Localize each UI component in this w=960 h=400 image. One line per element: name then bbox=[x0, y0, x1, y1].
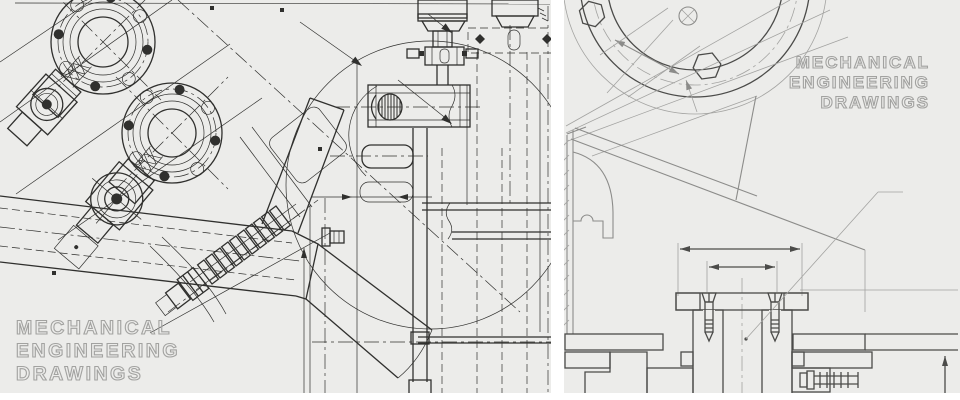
hex-bolt-icon bbox=[692, 52, 722, 80]
watermark-right: MECHANICAL ENGINEERING DRAWINGS bbox=[788, 52, 931, 112]
valve-actuator bbox=[6, 55, 92, 147]
watermark-right-line-3: DRAWINGS bbox=[821, 93, 931, 112]
seal-ring bbox=[791, 351, 805, 367]
watermark-left-line-1: MECHANICAL bbox=[16, 317, 172, 339]
valve-actuator bbox=[53, 146, 163, 270]
center-assembly bbox=[299, 0, 551, 393]
seal-ring bbox=[680, 351, 694, 367]
construction-fan-lines bbox=[565, 0, 958, 312]
coil-spring bbox=[155, 199, 319, 393]
bolt-hole bbox=[678, 6, 698, 26]
construction-lines bbox=[0, 0, 551, 393]
hex-bolt-icon bbox=[578, 0, 606, 28]
adjuster-bolt bbox=[799, 370, 859, 390]
housing-section-wall bbox=[564, 126, 614, 334]
right-drawing-panel: MECHANICAL ENGINEERING DRAWINGS bbox=[564, 0, 958, 393]
flange-valve-mid bbox=[53, 76, 229, 270]
watermark-left-line-2: ENGINEERING bbox=[16, 340, 180, 362]
countersunk-screw bbox=[701, 292, 717, 343]
beam-assembly bbox=[0, 97, 433, 379]
flange-plan-view bbox=[564, 0, 827, 115]
bottom-margin bbox=[0, 393, 960, 400]
flange-valve-top bbox=[6, 0, 162, 147]
watermark-right-line-1: MECHANICAL bbox=[796, 53, 930, 72]
left-drawing-panel: MECHANICAL ENGINEERING DRAWINGS bbox=[0, 0, 551, 393]
watermark-right-line-2: ENGINEERING bbox=[789, 73, 930, 92]
watermark-left-line-3: DRAWINGS bbox=[16, 363, 143, 385]
bearing-section-view bbox=[564, 191, 958, 393]
panel-divider bbox=[551, 0, 564, 400]
watermark-left: MECHANICAL ENGINEERING DRAWINGS bbox=[15, 316, 180, 385]
